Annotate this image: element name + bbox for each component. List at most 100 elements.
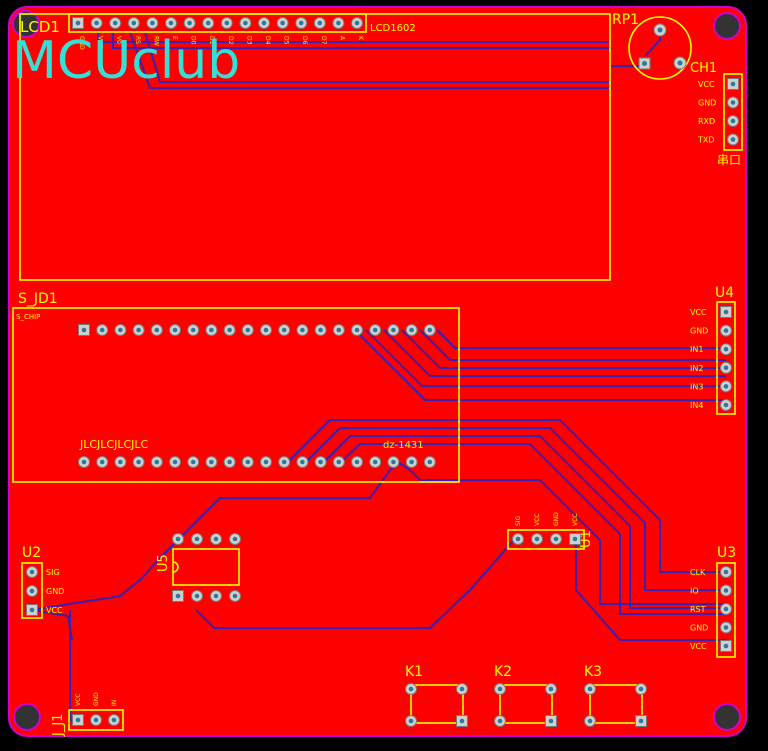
ch1-pin-label: VCC [698, 80, 715, 89]
s-jd1-designator: S_JD1 [18, 291, 58, 307]
lcd-name: LCD1602 [370, 23, 416, 34]
s-jd1-silk-right: dz-1431 [383, 440, 424, 451]
u1-pin-label: SIG [515, 515, 522, 526]
k1-button: K1 [405, 664, 464, 724]
j-j1-header: J_J1 VCC GND IN [51, 692, 124, 737]
u2-designator: U2 [22, 545, 41, 561]
u4-pin-label: IN2 [690, 364, 703, 373]
u2-pins: SIG GND VCC [26, 566, 64, 616]
lcd-pin-label: GND [78, 36, 85, 50]
k2-designator: K2 [494, 664, 512, 680]
mounting-hole-bl [13, 703, 41, 731]
u1-header: U1 SIG VCC GND VCC [507, 512, 594, 550]
u4-pin-label: IN3 [690, 382, 703, 391]
s-jd1-top-label: S_CHIP [16, 313, 40, 321]
ch1-caption: 串口 [717, 153, 741, 167]
u4-pin-label: IN1 [690, 345, 703, 354]
ch1-pin-label: TXD [697, 136, 715, 145]
u2-pin-label: VCC [46, 606, 63, 615]
j1-outline [68, 709, 124, 731]
j1-pin-label: IN [111, 700, 118, 706]
lcd-pin-label: D7 [320, 36, 327, 45]
u3-pin-label: RST [690, 605, 706, 614]
j1-pin-label: GND [93, 692, 100, 706]
rp1-outline [628, 16, 692, 80]
ch1-pins: VCC GND RXD TXD [697, 78, 739, 146]
ch1-pin-label: RXD [698, 117, 715, 126]
u5-notch [172, 561, 179, 573]
copper-pour [8, 6, 747, 737]
j1-pin-label: VCC [75, 694, 82, 706]
u4-pin-label: GND [690, 327, 708, 336]
lcd-pin-label: RS [134, 36, 141, 44]
u3-pin-label: GND [690, 624, 708, 633]
u2-pin-label: GND [46, 587, 64, 596]
k2-button: K2 [494, 664, 553, 724]
u1-pin-label: VCC [572, 514, 579, 526]
u2-pin-label: SIG [46, 568, 60, 577]
u4-pin-label: VCC [690, 308, 707, 317]
lcd-pin-label: RW [152, 36, 159, 46]
k3-outline [589, 684, 643, 724]
u5-dip8-ic: U5 [156, 533, 241, 602]
u3-outline [716, 562, 736, 658]
ch1-serial-header: CH1 VCC GND RXD TXD 串口 [690, 61, 743, 167]
s-jd1-outline [12, 307, 460, 483]
u1-pins: SIG VCC GND VCC [512, 512, 581, 545]
u1-outline [507, 529, 585, 550]
lcd-pin-label: VCC [97, 36, 104, 48]
mounting-hole-br [713, 703, 741, 731]
u1-pin-label: GND [553, 512, 560, 526]
k1-designator: K1 [405, 664, 423, 680]
u4-pin-label: IN4 [690, 401, 703, 410]
lcd-header-outline [68, 13, 367, 33]
button-pads [405, 683, 647, 727]
u3-pin-label: VCC [690, 642, 707, 651]
k3-button: K3 [584, 664, 643, 724]
lcd-pin-label: D0 [190, 36, 197, 45]
mounting-hole-tr [713, 12, 741, 40]
lcd-pin-label: D2 [227, 36, 234, 45]
u4-outline [716, 301, 736, 415]
ch1-designator: CH1 [690, 61, 717, 76]
lcd-pin-label: D4 [264, 36, 271, 45]
u5-body [172, 548, 240, 586]
u2-sensor-header: U2 SIG GND VCC [21, 545, 64, 619]
lcd-pin-label: D1 [208, 36, 215, 45]
u1-pin-label: VCC [534, 514, 541, 526]
k2-outline [499, 684, 553, 724]
ch1-pin-label: GND [698, 99, 716, 108]
j1-designator: J_J1 [51, 714, 66, 737]
ch1-outline [723, 73, 743, 151]
lcd-pin-row [72, 17, 363, 29]
u4-designator: U4 [715, 285, 734, 301]
u5-designator: U5 [156, 554, 171, 572]
u5-pins [172, 533, 241, 602]
rp1-potentiometer: RP1 [612, 12, 692, 80]
lcd-pin-label: A [338, 36, 345, 41]
mounting-holes [12, 10, 741, 731]
lcd-designator: LCD1 [20, 18, 60, 36]
lcd-pin-label: K [357, 36, 364, 41]
mcuclub-watermark: MCUclub [12, 31, 240, 91]
s-jd1-top-pins [78, 324, 436, 336]
u3-pin-label: IO [690, 587, 699, 596]
k3-designator: K3 [584, 664, 602, 680]
u1-designator: U1 [579, 530, 594, 548]
u2-outline [21, 562, 43, 619]
lcd-pin-label: V0 [115, 36, 122, 44]
u3-pin-label: CLK [690, 568, 706, 577]
j1-pins: VCC GND IN [72, 692, 120, 726]
lcd-pin-label: D6 [301, 36, 308, 45]
u3-pins: CLK IO RST GND VCC [690, 566, 732, 652]
rp1-designator: RP1 [612, 12, 639, 28]
lcd-pin-label: E [171, 36, 178, 40]
k1-outline [410, 684, 464, 724]
lcd-pin-label: D5 [283, 36, 290, 45]
